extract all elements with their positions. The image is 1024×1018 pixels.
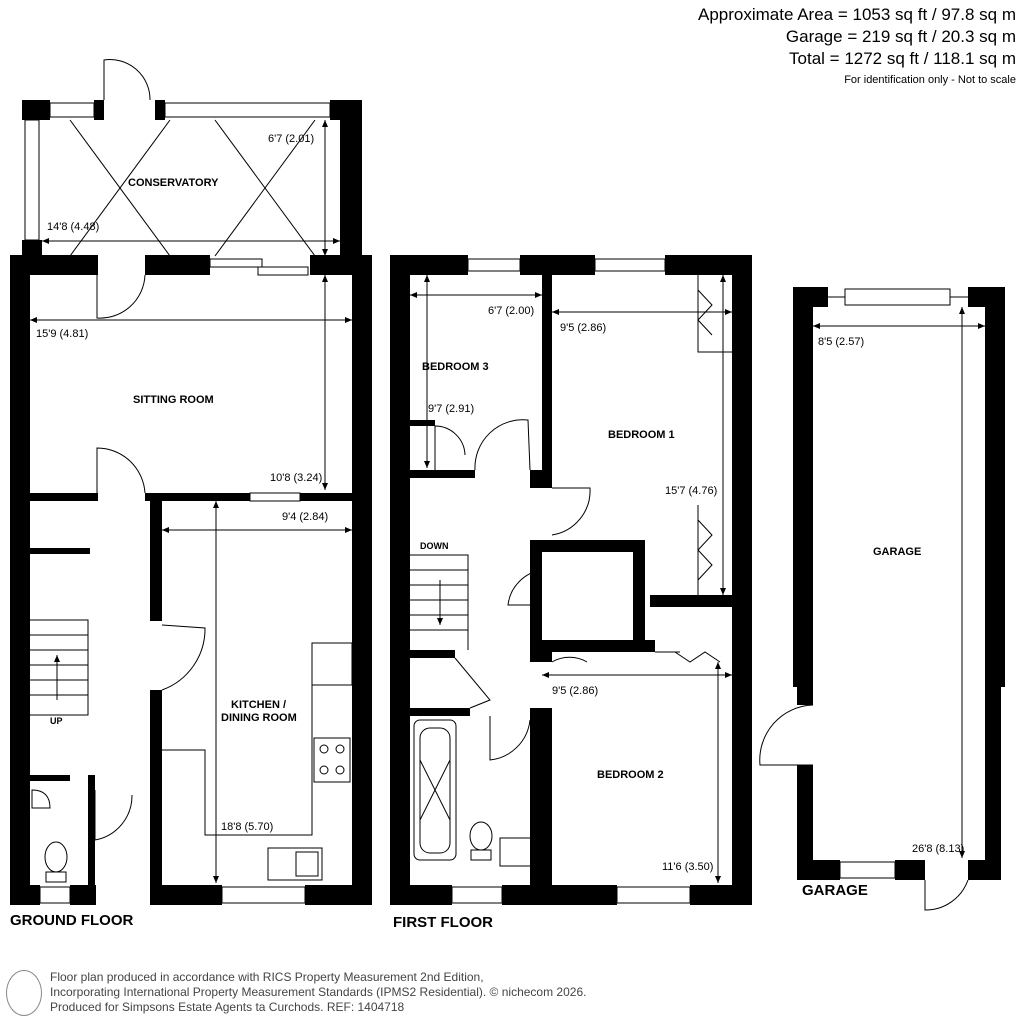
dim-conservatory-width: 14'8 (4.48): [47, 221, 99, 233]
dim-kitchen-width: 9'4 (2.84): [282, 511, 328, 523]
dim-kitchen-height: 18'8 (5.70): [221, 821, 273, 833]
footer-line-1: Floor plan produced in accordance with R…: [50, 970, 484, 984]
first-floor-lines: [410, 258, 732, 904]
footer-line-3: Produced for Simpsons Estate Agents ta C…: [50, 1000, 405, 1014]
ground-floor-title: GROUND FLOOR: [10, 912, 133, 929]
dim-bedroom-2-height: 11'6 (3.50): [662, 861, 713, 873]
stairs-down-label: DOWN: [420, 541, 449, 551]
room-label-garage: GARAGE: [873, 546, 921, 558]
total-area: Total = 1272 sq ft / 118.1 sq m: [789, 49, 1016, 68]
ground-floor-plan: [10, 100, 372, 905]
garage-lines: [759, 288, 985, 911]
dim-sitting-height: 10'8 (3.24): [270, 472, 322, 484]
dim-bedroom-3-width: 6'7 (2.00): [488, 305, 534, 317]
dim-bedroom-1-height: 15'7 (4.76): [665, 485, 717, 497]
dim-sitting-width: 15'9 (4.81): [36, 328, 88, 340]
garage-area: Garage = 219 sq ft / 20.3 sq m: [785, 27, 1016, 46]
room-label-sitting-room: SITTING ROOM: [133, 394, 214, 406]
person-scale-icon: [6, 970, 42, 1016]
first-floor-title: FIRST FLOOR: [393, 914, 493, 931]
garage-plan: [793, 287, 1005, 880]
room-label-bedroom-2: BEDROOM 2: [597, 769, 664, 781]
dim-bedroom-2-width: 9'5 (2.86): [552, 685, 598, 697]
room-label-conservatory: CONSERVATORY: [128, 177, 219, 189]
room-label-kitchen-line2: DINING ROOM: [221, 712, 297, 724]
footer-line-2: Incorporating International Property Mea…: [50, 985, 587, 999]
approximate-area: Approximate Area = 1053 sq ft / 97.8 sq …: [698, 5, 1016, 24]
room-label-bedroom-1: BEDROOM 1: [608, 429, 675, 441]
garage-title: GARAGE: [802, 882, 868, 899]
room-label-bedroom-3: BEDROOM 3: [422, 361, 489, 373]
dim-garage-length: 26'8 (8.13): [912, 843, 964, 855]
dim-bedroom-1-width: 9'5 (2.86): [560, 322, 606, 334]
dim-garage-width: 8'5 (2.57): [818, 336, 864, 348]
disclaimer: For identification only - Not to scale: [844, 74, 1016, 86]
ground-floor-lines: [24, 59, 353, 904]
footer: Floor plan produced in accordance with R…: [50, 970, 586, 1015]
stairs-up-label: UP: [50, 716, 63, 726]
room-label-kitchen-line1: KITCHEN /: [231, 699, 286, 711]
first-floor-plan: [390, 255, 752, 905]
dim-bedroom-3-height: 9'7 (2.91): [428, 403, 474, 415]
dim-conservatory-height: 6'7 (2.01): [268, 133, 314, 145]
